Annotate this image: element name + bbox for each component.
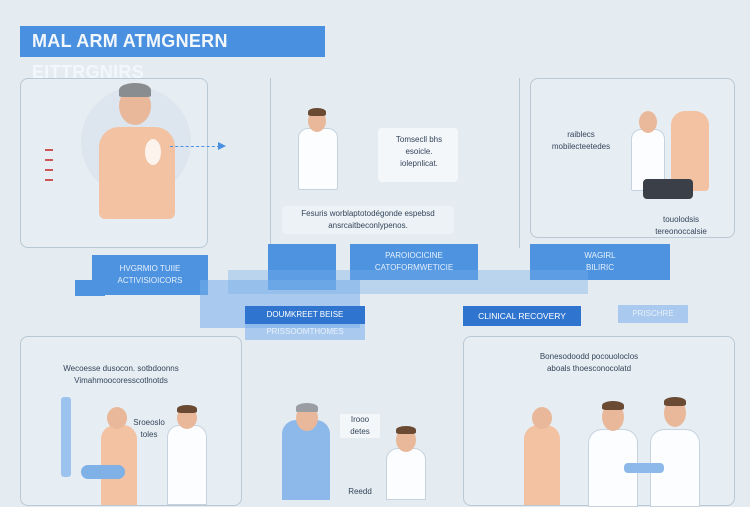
caption: Wecoesse dusocon. sotbdoonns Vimahmoocor…: [63, 364, 179, 385]
flow-label: DOUMKREET BEISE: [266, 310, 344, 319]
caption: Tomsecll bhs esoicle. iolepnlicat.: [395, 135, 443, 168]
flow-label: HVGRMIO TUIIE ACTIVISIOICORS: [117, 264, 183, 285]
flow-label: PRISSOOMTHOMES: [266, 327, 344, 336]
flow-box-clinical-recovery: CLINICAL RECOVERY: [463, 306, 581, 326]
caption: raiblecs mobilecteetedes: [551, 130, 611, 151]
flow-box-2: PAROIOCICINE CATOFORMWETICIE: [350, 244, 478, 280]
flow-box-5: PRISSOOMTHOMES: [245, 324, 365, 340]
label: Reedd: [348, 487, 372, 496]
label: Irooo detes: [340, 414, 380, 438]
flow-box-7: PRISCHRE: [618, 305, 688, 323]
doctor-figure: [386, 448, 426, 500]
note: touolodsis tereonoccalsie: [655, 215, 707, 236]
doctor-figure: [298, 128, 338, 190]
flow-box-4: DOUMKREET BEISE: [245, 306, 365, 324]
arrow-connector: [170, 146, 220, 147]
flow-label: PRISCHRE: [632, 309, 674, 318]
label: Sroeoslo toles: [133, 418, 165, 439]
patient-figure: [282, 420, 330, 500]
flow-label: PAROIOCICINE CATOFORMWETICIE: [374, 251, 454, 272]
page-title: MAL ARM ATMGNERN EITTRGNIRS: [20, 26, 325, 82]
flow-label: WAGIRL BILIRIC: [584, 251, 616, 272]
bottom-left-panel: Wecoesse dusocon. sotbdoonns Vimahmoocor…: [20, 336, 242, 506]
bottom-right-panel: Bonesodoodd pocouoloclos aboals thoescon…: [463, 336, 735, 507]
flow-box-1: HVGRMIO TUIIE ACTIVISIOICORS: [92, 255, 208, 295]
consult-panel: raiblecs mobilecteetedes touolodsis tere…: [530, 78, 735, 238]
note: Fesuris worblaptotodégonde espebsd ansrc…: [282, 206, 454, 234]
flow-box-3: WAGIRL BILIRIC: [530, 244, 670, 280]
patient-panel: [20, 78, 208, 248]
caption: Bonesodoodd pocouoloclos aboals thoescon…: [539, 352, 639, 373]
bandage-icon: [145, 139, 161, 165]
patient-torso: [99, 127, 175, 219]
flow-label: CLINICAL RECOVERY: [478, 311, 566, 321]
